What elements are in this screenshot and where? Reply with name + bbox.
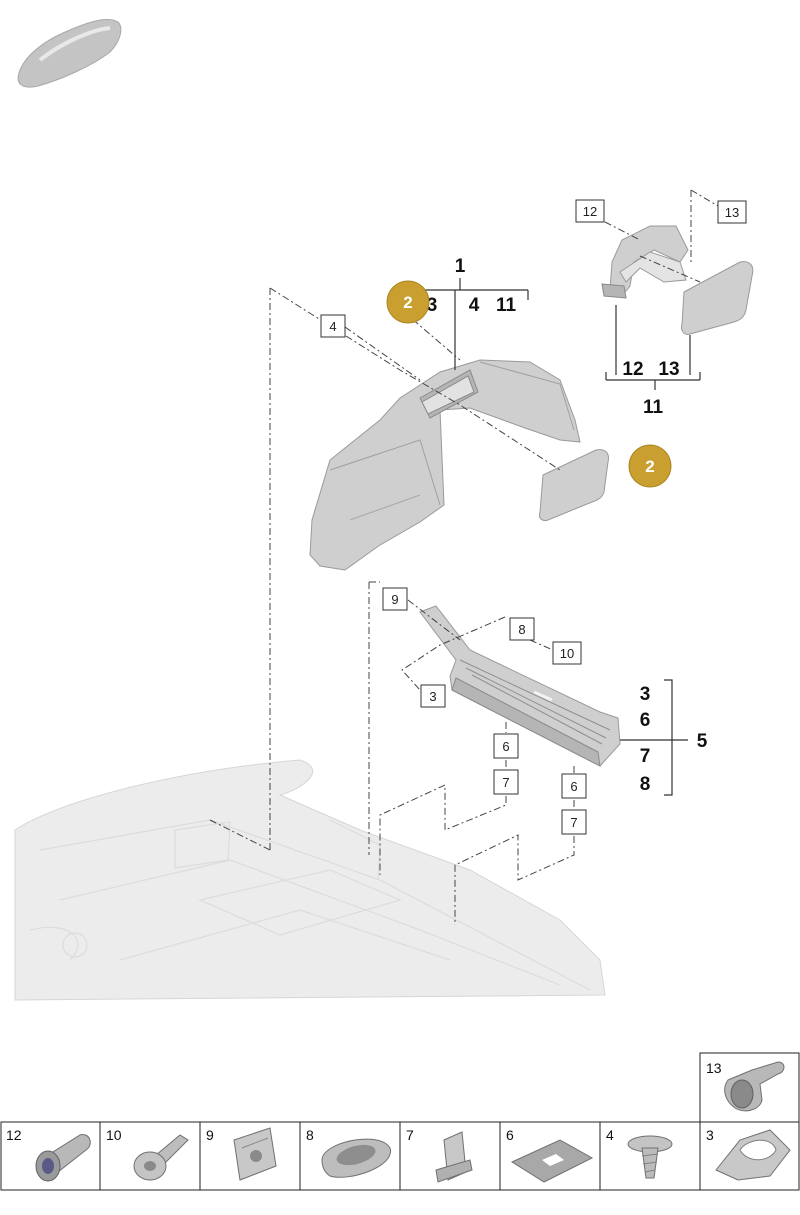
svg-text:6: 6 xyxy=(506,1127,514,1143)
callout-9: 9 xyxy=(382,587,408,611)
spring-clip-icon xyxy=(435,1131,473,1183)
legend-cell-3[interactable]: 3 xyxy=(699,1121,800,1191)
legend-cell-4[interactable]: 4 xyxy=(599,1121,701,1191)
legend-cell-6[interactable]: 6 xyxy=(499,1121,601,1191)
callout-4: 4 xyxy=(320,314,346,338)
svg-text:13: 13 xyxy=(706,1060,722,1076)
screw-icon xyxy=(627,1135,673,1179)
push-rivet-icon xyxy=(133,1134,189,1181)
svg-text:9: 9 xyxy=(391,592,398,607)
svg-text:2: 2 xyxy=(645,457,654,476)
access-frame-cover xyxy=(681,261,754,335)
group-5-title: 5 xyxy=(697,731,708,752)
svg-text:3: 3 xyxy=(706,1127,714,1143)
svg-text:10: 10 xyxy=(106,1127,122,1143)
svg-text:9: 9 xyxy=(206,1127,214,1143)
grommet-icon xyxy=(321,1138,391,1178)
svg-text:12: 12 xyxy=(6,1127,22,1143)
side-trim-panel xyxy=(309,359,581,571)
group-11-member-0: 12 xyxy=(622,359,643,380)
group-1-title: 1 xyxy=(455,256,466,277)
svg-text:6: 6 xyxy=(570,779,577,794)
car-body-ghost xyxy=(14,759,606,1001)
access-frame xyxy=(601,225,689,299)
foam-pad-icon xyxy=(510,1139,594,1183)
callout-3: 3 xyxy=(420,684,446,708)
rivet-icon xyxy=(724,1061,785,1112)
callout-8: 8 xyxy=(509,617,535,641)
svg-text:7: 7 xyxy=(406,1127,414,1143)
group-5-member-1: 6 xyxy=(640,710,651,731)
legend-cell-7[interactable]: 7 xyxy=(399,1121,501,1191)
clip-nut-icon xyxy=(233,1127,277,1181)
callout-7-left: 7 xyxy=(493,769,519,795)
sleeve-nut-icon xyxy=(35,1134,91,1182)
group-5-member-3: 8 xyxy=(640,774,651,795)
callout-6-left: 6 xyxy=(493,733,519,759)
sill-trim-panel xyxy=(419,605,621,767)
svg-text:2: 2 xyxy=(403,293,412,312)
legend-row: 12 10 9 xyxy=(0,1121,800,1191)
legend-cell-8[interactable]: 8 xyxy=(299,1121,401,1191)
group-11-member-1: 13 xyxy=(658,359,679,380)
svg-text:13: 13 xyxy=(725,205,739,220)
svg-text:8: 8 xyxy=(306,1127,314,1143)
group-5-bracket: 3 6 7 8 5 xyxy=(620,679,708,796)
group-5-member-2: 7 xyxy=(640,746,651,767)
legend-cell-12[interactable]: 12 xyxy=(0,1121,101,1191)
callout-12: 12 xyxy=(575,199,605,223)
callout-7-right: 7 xyxy=(561,809,587,835)
callout-13: 13 xyxy=(717,200,747,224)
group-11-title: 11 xyxy=(643,397,664,418)
access-cover xyxy=(539,449,609,521)
callout-10: 10 xyxy=(552,641,582,665)
group-1-bracket: 1 3 4 11 xyxy=(421,256,529,370)
legend-cell-13[interactable]: 13 xyxy=(699,1052,800,1124)
fastener-clip-icon xyxy=(715,1129,791,1181)
legend-cell-10[interactable]: 10 xyxy=(99,1121,201,1191)
group-5-member-0: 3 xyxy=(640,684,651,705)
group-1-member-0: 3 xyxy=(427,295,438,316)
badge-2-top[interactable]: 2 xyxy=(386,280,430,324)
svg-text:6: 6 xyxy=(502,739,509,754)
car-thumbnail-icon xyxy=(17,19,122,88)
svg-text:4: 4 xyxy=(606,1127,614,1143)
svg-text:7: 7 xyxy=(502,775,509,790)
badge-2-right[interactable]: 2 xyxy=(628,444,672,488)
svg-text:4: 4 xyxy=(329,319,336,334)
group-11-bracket: 12 13 11 xyxy=(605,305,701,418)
svg-text:7: 7 xyxy=(570,815,577,830)
group-1-member-1: 4 xyxy=(469,295,480,316)
svg-text:12: 12 xyxy=(583,204,597,219)
legend-cell-9[interactable]: 9 xyxy=(199,1121,301,1191)
svg-text:10: 10 xyxy=(560,646,574,661)
svg-text:3: 3 xyxy=(429,689,436,704)
svg-text:8: 8 xyxy=(518,622,525,637)
group-1-member-2: 11 xyxy=(496,295,517,316)
callout-6-right: 6 xyxy=(561,773,587,799)
